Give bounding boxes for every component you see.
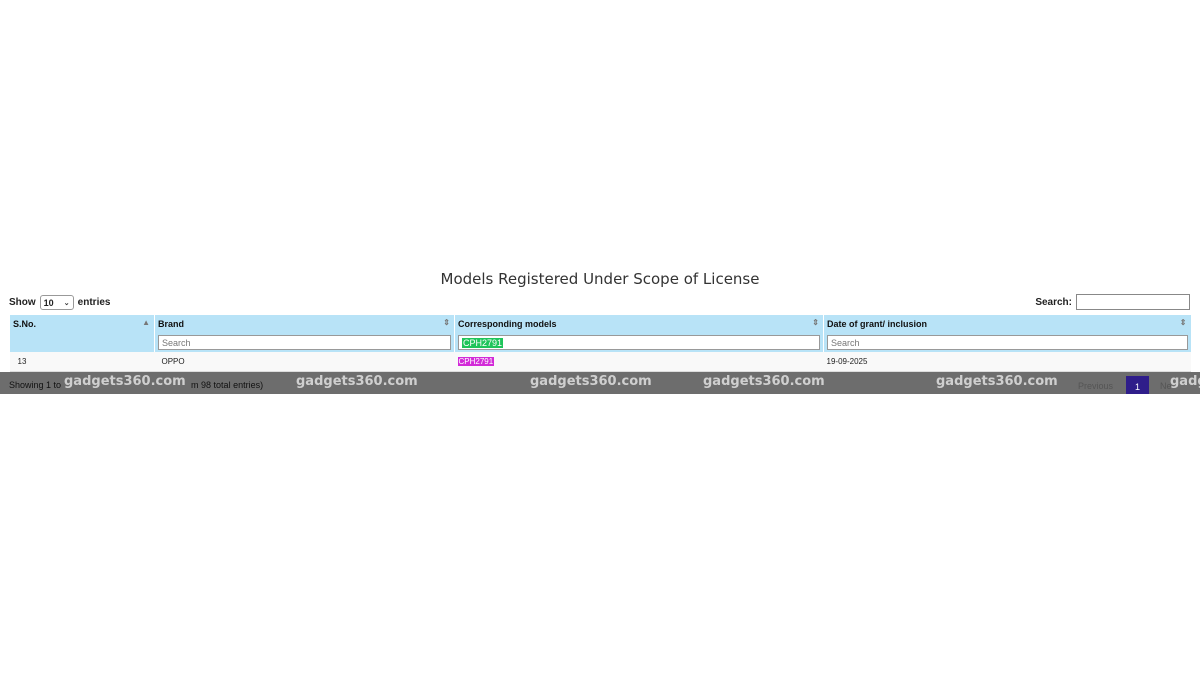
table-row: 13 OPPO CPH2791 19-09-2025 xyxy=(9,352,1191,372)
watermark-text: gadgets360.com xyxy=(936,374,1058,389)
pagination-page-1[interactable]: 1 xyxy=(1126,376,1149,394)
show-label: Show xyxy=(9,297,36,308)
pagination-next[interactable]: Ne xyxy=(1160,381,1172,391)
column-header-sno[interactable]: S.No. ▲ xyxy=(9,315,155,333)
watermark-text: gadgets360.com xyxy=(296,374,418,389)
entries-length-select[interactable]: 10 ⌄ xyxy=(39,295,74,310)
column-header-models[interactable]: Corresponding models ⇕ xyxy=(454,315,824,333)
search-input[interactable] xyxy=(1076,294,1190,310)
watermark-text: gadg xyxy=(1170,374,1200,389)
cell-date: 19-09-2025 xyxy=(823,352,1191,372)
chevron-down-icon: ⌄ xyxy=(63,299,70,307)
watermark-text: gadgets360.com xyxy=(64,374,186,389)
length-control: Show 10 ⌄ entries xyxy=(9,295,110,310)
pagination-previous[interactable]: Previous xyxy=(1078,381,1114,391)
highlighted-filter-text: CPH2791 xyxy=(462,337,504,348)
entries-label: entries xyxy=(77,297,111,308)
search-label: Search: xyxy=(1035,296,1072,308)
page-title: Models Registered Under Scope of License xyxy=(440,270,760,288)
models-filter-input[interactable]: CPH2791 xyxy=(458,335,820,350)
sort-icon: ⇕ xyxy=(812,318,819,327)
filter-cell-models: CPH2791 xyxy=(454,333,824,352)
filter-cell-brand: Search xyxy=(154,333,455,352)
filter-cell-sno xyxy=(9,333,155,352)
cell-model: CPH2791 xyxy=(454,352,824,372)
highlighted-model-text: CPH2791 xyxy=(457,356,495,366)
watermark-text: gadgets360.com xyxy=(530,374,652,389)
column-header-date[interactable]: Date of grant/ inclusion ⇕ xyxy=(823,315,1191,333)
entries-length-value: 10 xyxy=(43,297,54,308)
filter-cell-date: Search xyxy=(823,333,1191,352)
date-filter-input[interactable]: Search xyxy=(827,335,1188,350)
global-search: Search: xyxy=(1035,294,1190,310)
sort-icon: ⇕ xyxy=(1179,318,1187,327)
sort-icon: ⇕ xyxy=(443,318,450,327)
cell-brand: OPPO xyxy=(154,352,455,372)
cell-sno: 13 xyxy=(9,352,155,372)
watermark-text: gadgets360.com xyxy=(703,374,825,389)
table-header-row: S.No. ▲ Brand ⇕ Corresponding models ⇕ D… xyxy=(9,315,1191,333)
sort-asc-icon: ▲ xyxy=(142,318,150,327)
brand-filter-input[interactable]: Search xyxy=(158,335,451,350)
models-table: S.No. ▲ Brand ⇕ Corresponding models ⇕ D… xyxy=(9,315,1191,372)
table-filter-row: Search CPH2791 Search xyxy=(9,333,1191,352)
column-header-brand[interactable]: Brand ⇕ xyxy=(154,315,455,333)
